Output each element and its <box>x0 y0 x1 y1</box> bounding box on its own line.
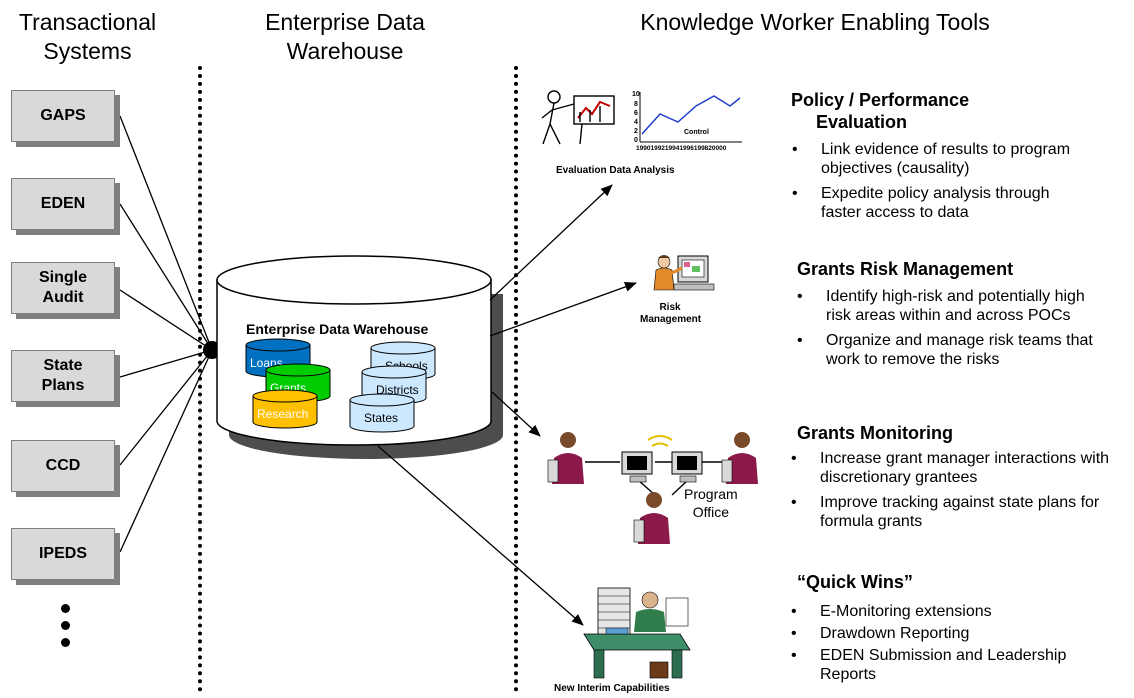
bullet-item: Increase grant manager interactions with… <box>791 449 1131 487</box>
system-box-eden: EDEN <box>11 178 115 230</box>
bullet-item: EDEN Submission and Leadership Reports <box>791 646 1111 684</box>
section-title-policy-evaluation: Policy / Performance Evaluation <box>791 90 970 132</box>
mini-chart-ytick: 4 <box>634 119 638 126</box>
person-phone-icon <box>633 492 670 544</box>
bullet-item: Improve tracking against state plans for… <box>791 493 1131 531</box>
data-store-right-2: States <box>349 393 415 433</box>
office-desk-paperwork-icon <box>583 587 691 679</box>
caption-new-interim-capabilities: New Interim Capabilities <box>554 683 670 694</box>
monitor-icon <box>671 451 703 483</box>
divider-left <box>198 66 202 692</box>
mini-chart-x-label: 1990199219941996199820000 <box>636 145 727 152</box>
section-bullets-grants-risk-management: Identify high-risk and potentially high … <box>797 287 1107 375</box>
presenter-icon <box>541 90 615 145</box>
header-enterprise-data-warehouse: Enterprise Data Warehouse <box>265 9 425 64</box>
mini-chart-ytick: 0 <box>634 137 638 144</box>
section-bullets-quick-wins: E-Monitoring extensions Drawdown Reporti… <box>791 602 1111 687</box>
person-phone-icon <box>721 432 758 484</box>
mini-chart-ytick: 6 <box>634 110 638 117</box>
mini-line-chart: 10 8 6 4 2 0 Control 1990199219941996199… <box>632 91 742 152</box>
divider-right <box>514 66 518 692</box>
system-connectors <box>119 115 213 553</box>
system-box-single-audit: Single Audit <box>11 262 115 314</box>
bullet-item: Organize and manage risk teams that work… <box>797 331 1107 369</box>
system-box-ccd: CCD <box>11 440 115 492</box>
header-knowledge-worker-tools: Knowledge Worker Enabling Tools <box>640 9 990 35</box>
caption-program-office: Program Office <box>684 486 738 520</box>
data-store-label: States <box>364 411 398 425</box>
system-box-gaps: GAPS <box>11 90 115 142</box>
bullet-item: Drawdown Reporting <box>791 624 1111 643</box>
section-title-quick-wins: “Quick Wins” <box>797 572 913 592</box>
person-phone-icon <box>547 432 584 484</box>
warehouse-arrows <box>377 184 637 626</box>
bullet-item: E-Monitoring extensions <box>791 602 1111 621</box>
header-transactional-systems: Transactional Systems <box>18 9 157 64</box>
more-systems-ellipsis-icon <box>61 604 75 655</box>
data-store-label: Districts <box>376 383 419 397</box>
system-box-ipeds: IPEDS <box>11 528 115 580</box>
section-bullets-policy-evaluation: Link evidence of results to program obje… <box>792 140 1092 228</box>
caption-risk-management: Risk Management <box>640 302 702 325</box>
system-box-state-plans: State Plans <box>11 350 115 402</box>
data-store-left-2: Research <box>252 389 318 429</box>
monitor-icon <box>621 451 653 483</box>
section-bullets-grants-monitoring: Increase grant manager interactions with… <box>791 449 1131 537</box>
section-title-grants-monitoring: Grants Monitoring <box>797 423 953 443</box>
mini-chart-series-label: Control <box>684 129 709 136</box>
mini-chart-series <box>641 95 741 135</box>
data-stores: LoansGrantsResearchSchoolsDistrictsState… <box>245 338 436 433</box>
section-title-grants-risk-management: Grants Risk Management <box>797 259 1014 279</box>
risk-person-computer-icon <box>653 255 715 291</box>
bullet-item: Expedite policy analysis through faster … <box>792 184 1092 222</box>
warehouse-title: Enterprise Data Warehouse <box>246 321 429 337</box>
signal-icon <box>647 435 673 447</box>
mini-chart-ytick: 10 <box>632 91 640 98</box>
data-store-label: Research <box>257 407 308 421</box>
bullet-item: Identify high-risk and potentially high … <box>797 287 1107 325</box>
mini-chart-ytick: 2 <box>634 128 638 135</box>
bullet-item: Link evidence of results to program obje… <box>792 140 1092 178</box>
mini-chart-ytick: 8 <box>634 101 638 108</box>
caption-evaluation-data-analysis: Evaluation Data Analysis <box>556 165 675 176</box>
